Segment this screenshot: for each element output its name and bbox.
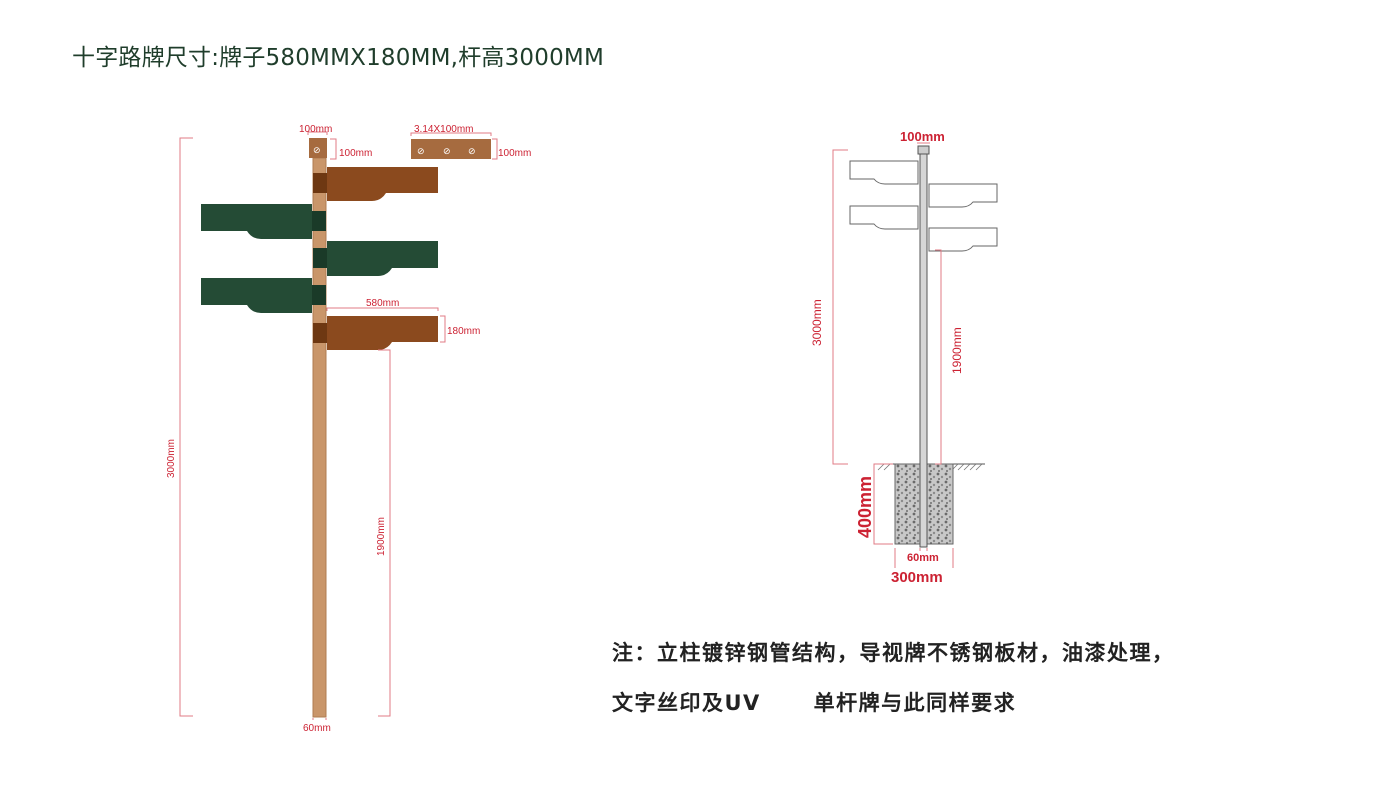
left-pole (312, 157, 327, 718)
left-dim-top-panel-width: 3.14X100mm (414, 124, 473, 135)
page-title: 十字路牌尺寸:牌子580MMX180MM,杆高3000MM (72, 45, 605, 71)
right-pole-cap (917, 145, 930, 155)
right-dim-clear-height: 1900mm (950, 327, 964, 374)
brown-sign-2 (327, 316, 438, 350)
right-sign-2 (928, 183, 998, 208)
brown-sign-1-collar (313, 173, 327, 193)
green-sign-2 (327, 241, 438, 276)
right-sign-4 (928, 227, 998, 252)
green-sign-1 (201, 204, 312, 239)
right-dim-foundation-width: 300mm (891, 569, 943, 586)
right-elevation: 100mm 3000mm 1900mm 400mm 60mm 300mm (810, 129, 998, 586)
left-dim-sign-height: 180mm (447, 326, 480, 337)
note-line-2: 文字丝印及UV 单杆牌与此同样要求 (612, 691, 1017, 715)
right-dim-pole-width: 60mm (907, 552, 939, 564)
right-dim-total-height: 3000mm (810, 299, 824, 346)
green-sign-1-collar (312, 211, 326, 231)
green-sign-2-collar (313, 248, 327, 268)
left-dim-clear-height: 1900mm (376, 517, 387, 556)
brown-sign-2-collar (313, 323, 327, 343)
right-pole (919, 151, 928, 548)
left-dim-cap-height: 100mm (339, 148, 372, 159)
top-panel-icon-1: ⊘ (417, 147, 425, 157)
left-pole-cap (309, 138, 327, 158)
note-line-1: 注：立柱镀锌钢管结构，导视牌不锈钢板材，油漆处理， (612, 641, 1175, 665)
right-dim-foundation-depth: 400mm (855, 476, 875, 538)
left-dim-pole-width: 60mm (303, 723, 331, 734)
green-sign-3-collar (312, 285, 326, 305)
right-sign-1 (849, 160, 919, 185)
right-sign-3 (849, 205, 919, 230)
left-dim-total-height: 3000mm (166, 439, 177, 478)
left-dim-sign-width: 580mm (366, 298, 399, 309)
left-dim-top-panel-height: 100mm (498, 148, 531, 159)
top-panel-icon-2: ⊘ (443, 147, 451, 157)
green-sign-3 (201, 278, 312, 313)
left-elevation: ⊘ ⊘ ⊘ ⊘ (166, 124, 531, 734)
left-dim-cap-width: 100mm (299, 124, 332, 135)
top-panel-icon-3: ⊘ (468, 147, 476, 157)
right-dim-cap-width: 100mm (900, 129, 945, 144)
left-top-panel (411, 139, 491, 159)
left-cap-icon: ⊘ (313, 146, 321, 156)
brown-sign-1 (327, 167, 438, 201)
